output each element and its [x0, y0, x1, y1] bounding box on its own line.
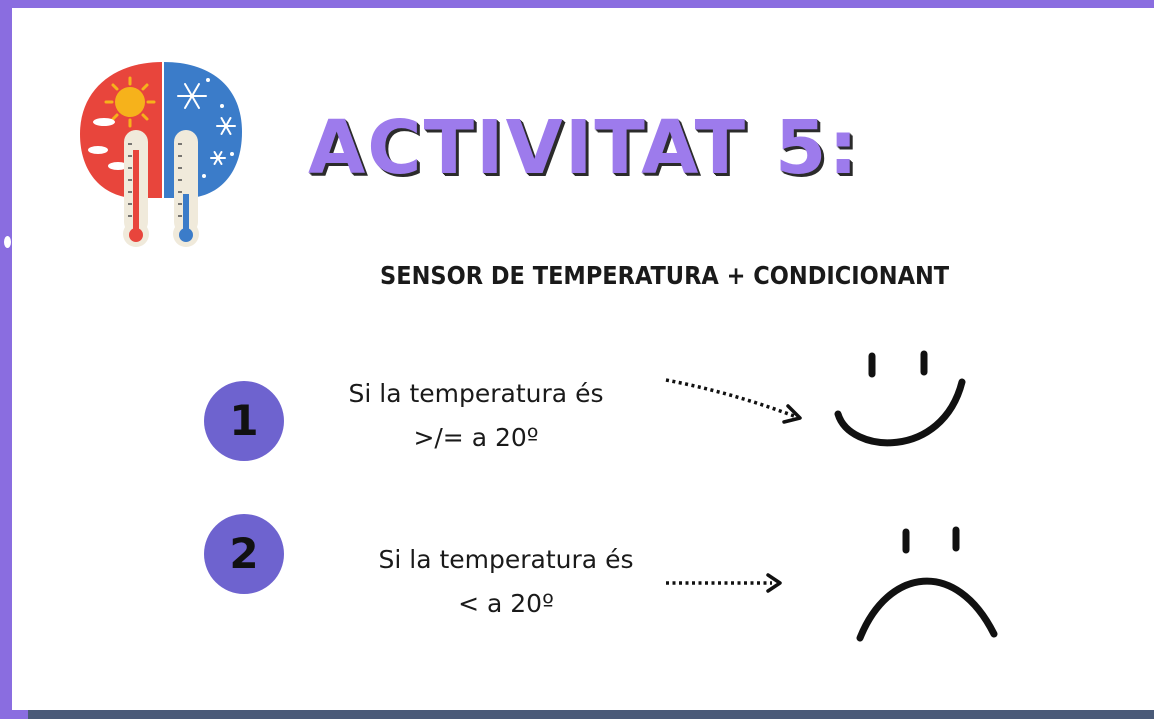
- dotted-arrow-icon: [666, 573, 782, 593]
- condition-line-2b: < a 20º: [458, 589, 554, 618]
- smiley-face-icon: [834, 350, 966, 447]
- sun-icon: [104, 76, 156, 128]
- condition-text-1: Si la temperatura és >/= a 20º: [296, 372, 656, 460]
- condition-text-2: Si la temperatura és < a 20º: [316, 538, 696, 626]
- condition-line-1a: Si la temperatura és: [348, 379, 604, 408]
- page-subtitle: SENSOR DE TEMPERATURA + CONDICIONANT: [380, 261, 950, 290]
- snowflake-icon: [177, 83, 236, 165]
- sad-face-icon: [856, 526, 998, 642]
- hot-cold-thermometer-icon: [80, 62, 242, 247]
- condition-line-2a: Si la temperatura és: [378, 545, 634, 574]
- step-badge-2: 2: [204, 514, 284, 594]
- step-badge-1: 1: [204, 381, 284, 461]
- condition-line-1b: >/= a 20º: [413, 423, 539, 452]
- page-title: ACTIVITAT 5:: [308, 105, 860, 191]
- dotted-arrow-icon: [665, 378, 802, 424]
- bottom-strip: [28, 710, 1154, 719]
- side-handle: [4, 236, 11, 248]
